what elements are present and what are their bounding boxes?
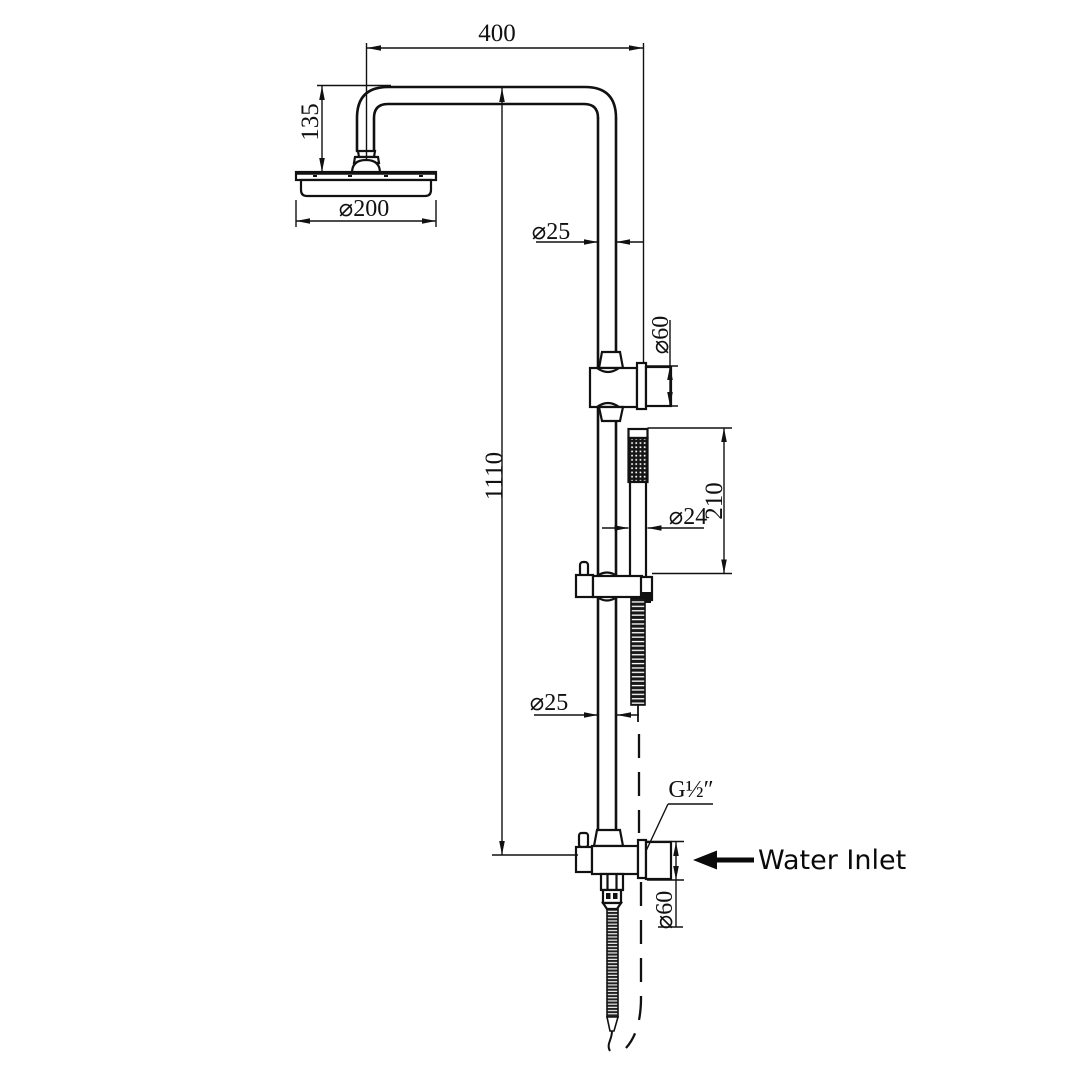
wall-bracket-upper — [588, 350, 673, 423]
dim-diameter-60-lower-label: ⌀60 — [652, 891, 678, 929]
dimension-arrowheads — [296, 45, 727, 880]
shower-arm — [355, 85, 618, 153]
head-plate-dimples — [313, 175, 423, 177]
inlet-valve-assembly — [574, 828, 673, 911]
dim-diameter-24-label: ⌀24 — [669, 504, 707, 530]
dim-diameter-25-upper-label: ⌀25 — [532, 219, 570, 245]
dim-1110-label: 1110 — [481, 452, 508, 500]
thread-g-half-label: G½″ — [668, 777, 713, 803]
water-inlet-label: Water Inlet — [758, 845, 906, 876]
dim-diameter-60-upper-label: ⌀60 — [648, 316, 674, 354]
hand-shower-hose-lower — [606, 908, 620, 1052]
slider-bracket — [574, 560, 654, 603]
hand-shower — [627, 427, 649, 580]
riser-pipe — [596, 118, 618, 830]
dim-diameter-25-lower-label: ⌀25 — [530, 690, 568, 716]
dim-diameter-200-label: ⌀200 — [339, 196, 389, 222]
hose-hidden-line-bottom — [625, 882, 643, 1049]
dim-210-label: 210 — [701, 482, 728, 520]
rain-shower-head — [294, 170, 438, 198]
water-inlet-arrow-icon — [693, 850, 754, 870]
dim-400-label: 400 — [478, 20, 516, 47]
dim-135-label: 135 — [297, 103, 324, 141]
hand-shower-hose-upper — [630, 597, 646, 722]
